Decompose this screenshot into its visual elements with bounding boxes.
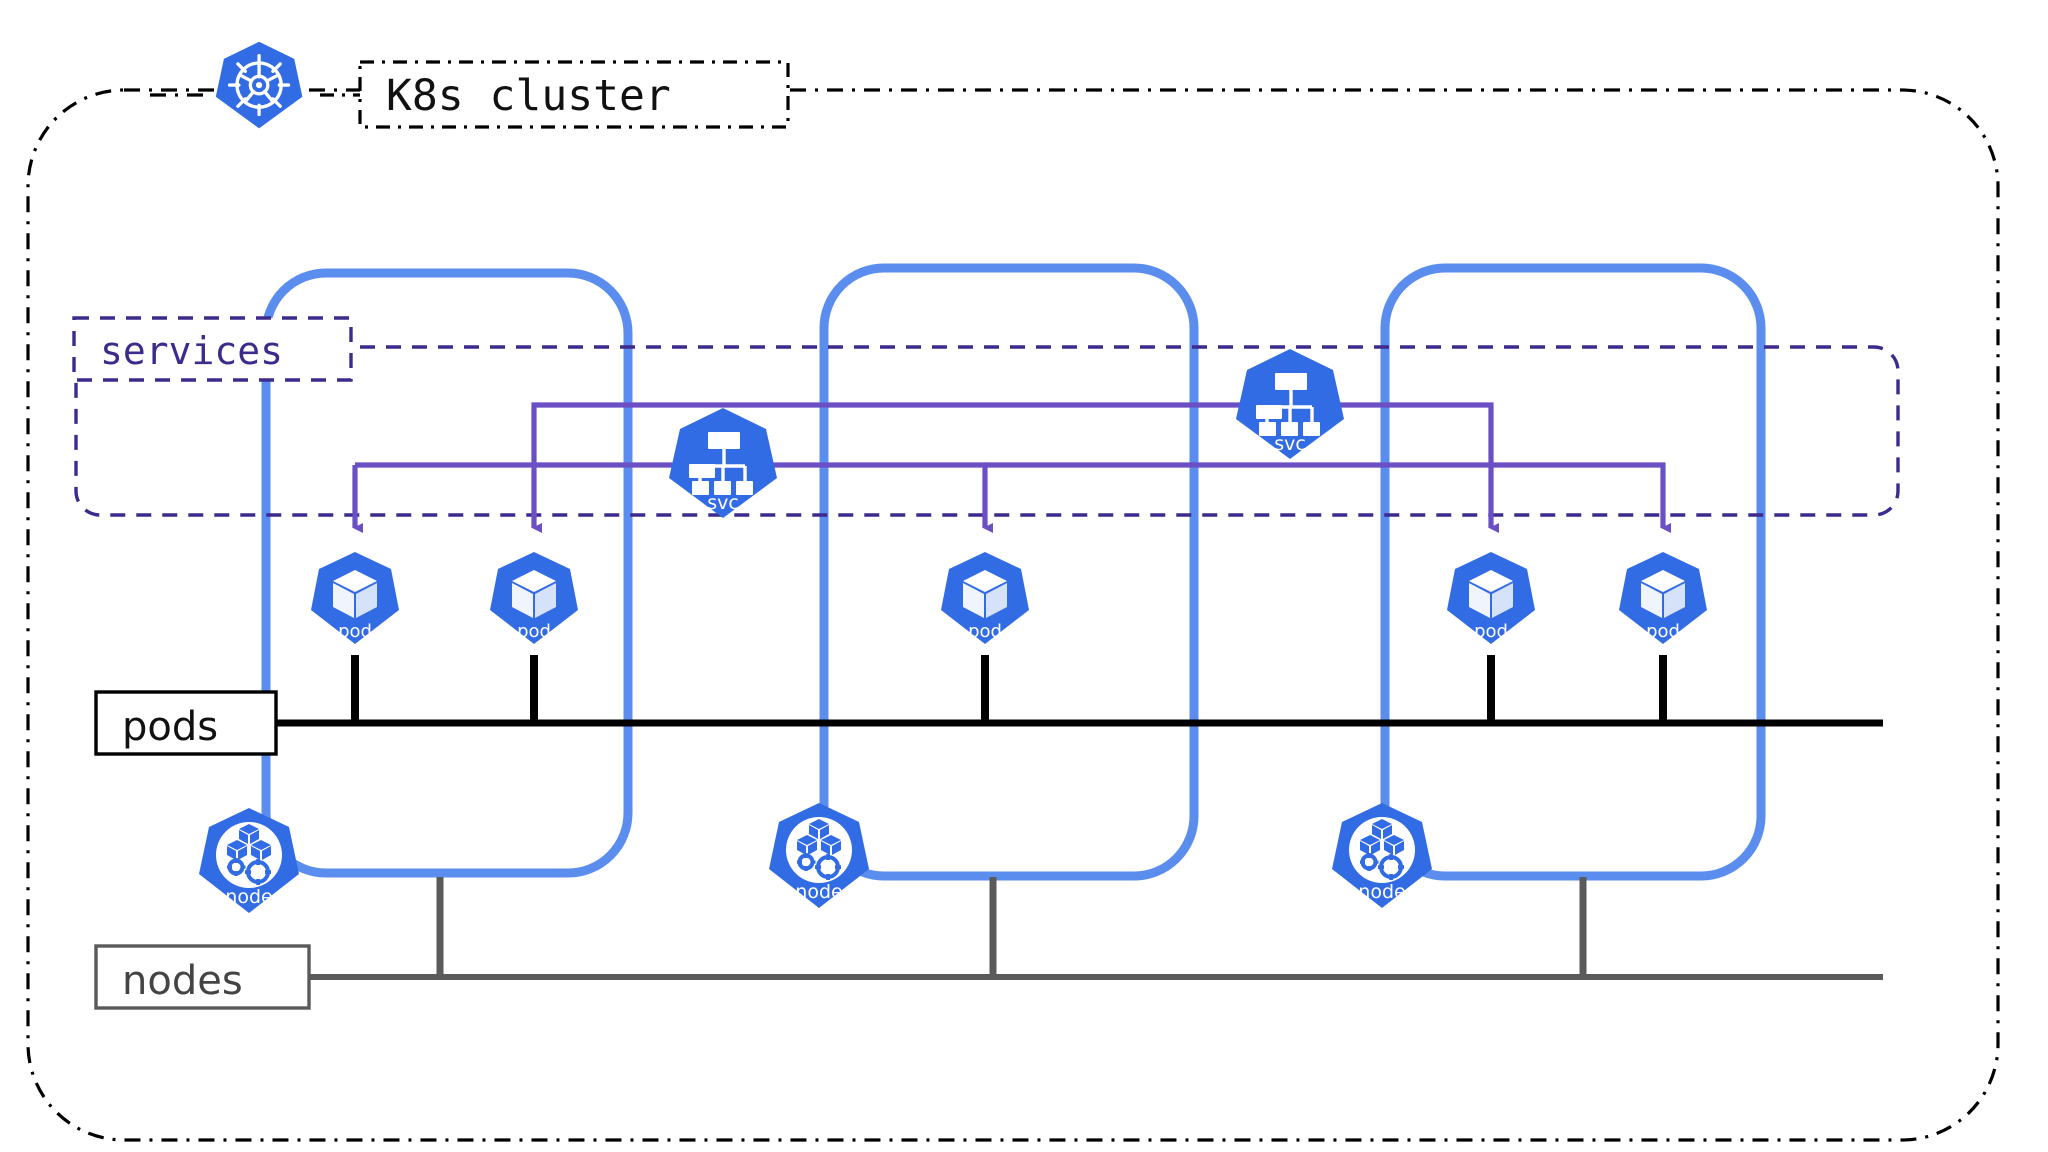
pod-icon-2-label: pod — [517, 621, 551, 642]
pods-axis-group — [180, 655, 1883, 727]
service-icon-right-label: svc — [1274, 433, 1306, 455]
node-container-1[interactable] — [261, 268, 633, 878]
connector-svcleft-to-pod3 — [755, 462, 993, 533]
service-connectors — [352, 402, 1671, 533]
page-title: K8s cluster — [386, 71, 671, 121]
service-icon-right[interactable]: svc — [1236, 349, 1344, 459]
cluster-title-badge: K8s cluster — [358, 60, 790, 129]
node-icon-3[interactable]: node — [1332, 803, 1432, 908]
services-label: services — [100, 329, 283, 373]
pods-label-badge: pods — [94, 690, 278, 756]
node-icon-3-label: node — [1358, 881, 1405, 903]
pod-icon-2[interactable]: pod — [490, 552, 578, 644]
nodes-axis-group — [290, 877, 1883, 980]
pod-icon-5-label: pod — [1646, 621, 1680, 642]
pod-icon-4[interactable]: pod — [1447, 552, 1535, 644]
node-icon-2[interactable]: node — [769, 803, 869, 908]
cluster-boundary — [26, 88, 2000, 1142]
node-container-group — [261, 263, 1766, 881]
nodes-label: nodes — [122, 958, 243, 1004]
service-icon-left[interactable]: svc — [669, 408, 777, 518]
pod-icon-3-label: pod — [968, 621, 1002, 642]
node-icon-2-label: node — [795, 881, 842, 903]
pods-label: pods — [122, 704, 218, 750]
node-container-2[interactable] — [819, 263, 1199, 881]
pod-icon-3[interactable]: pod — [941, 552, 1029, 644]
node-container-3[interactable] — [1380, 263, 1766, 881]
connector-svcleft-rail-far-right — [985, 462, 1671, 533]
connector-svcright-to-pod4 — [1322, 402, 1499, 533]
kubernetes-helm-icon — [215, 41, 303, 129]
nodes-label-badge: nodes — [94, 944, 311, 1010]
node-icon-1[interactable]: node — [199, 808, 299, 913]
services-boundary — [74, 345, 1900, 517]
pod-icon-1-label: pod — [338, 621, 372, 642]
services-label-badge: services — [72, 316, 353, 382]
pod-icon-4-label: pod — [1474, 621, 1508, 642]
connector-svcright-to-pod2 — [531, 402, 1258, 533]
pod-icon-1[interactable]: pod — [311, 552, 399, 644]
node-icon-1-label: node — [225, 886, 272, 908]
service-icon-left-label: svc — [707, 492, 739, 514]
pod-icon-5[interactable]: pod — [1619, 552, 1707, 644]
